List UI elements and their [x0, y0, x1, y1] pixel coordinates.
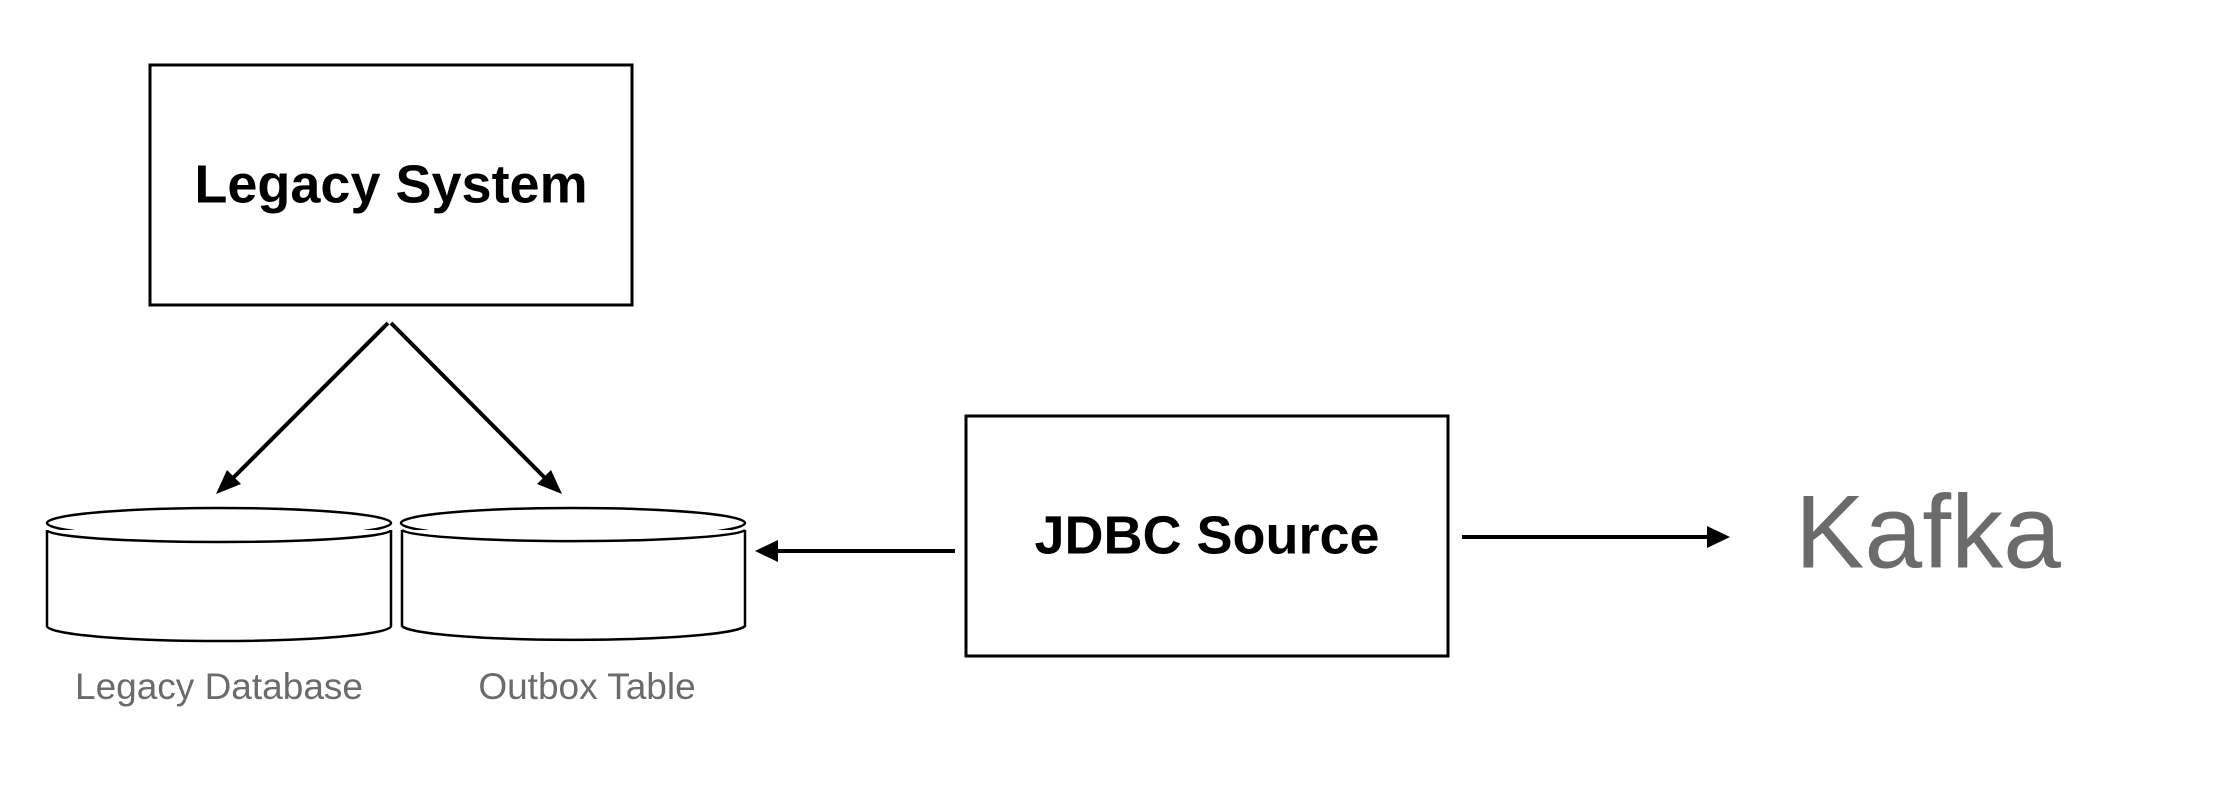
arrow-head — [216, 470, 241, 494]
jdbc-source-box — [964, 414, 1450, 658]
edge-line — [230, 321, 390, 481]
arrow-head — [537, 470, 562, 494]
legacy-system-node: Legacy System — [148, 63, 634, 307]
jdbc-source-label: JDBC Source — [1034, 505, 1379, 565]
legacy-system-label: Legacy System — [194, 154, 587, 214]
arrow-head — [1707, 526, 1730, 548]
kafka-label: Kafka — [1795, 474, 2061, 590]
edge-jdbc-source-to-kafka — [1462, 526, 1730, 548]
outbox-table-label: Outbox Table — [478, 666, 695, 707]
legacy-database-cylinder-body — [45, 530, 393, 643]
legacy-database-node: Legacy Database — [45, 506, 393, 707]
legacy-database-label: Legacy Database — [75, 666, 363, 707]
edge-line — [389, 321, 548, 481]
legacy-database-cylinder-rim — [45, 529, 393, 544]
edge-legacy-system-to-legacy-database — [216, 321, 390, 494]
edge-legacy-system-to-outbox-table — [389, 321, 562, 494]
edge-jdbc-source-to-outbox-table — [755, 540, 955, 562]
jdbc-source-node: JDBC Source — [964, 414, 1450, 658]
outbox-table-cylinder-rim — [401, 528, 746, 543]
arrow-head — [755, 540, 778, 562]
outbox-table-cylinder-body — [400, 530, 747, 642]
legacy-system-box — [148, 63, 634, 307]
outbox-table-node: Outbox Table — [399, 506, 747, 707]
